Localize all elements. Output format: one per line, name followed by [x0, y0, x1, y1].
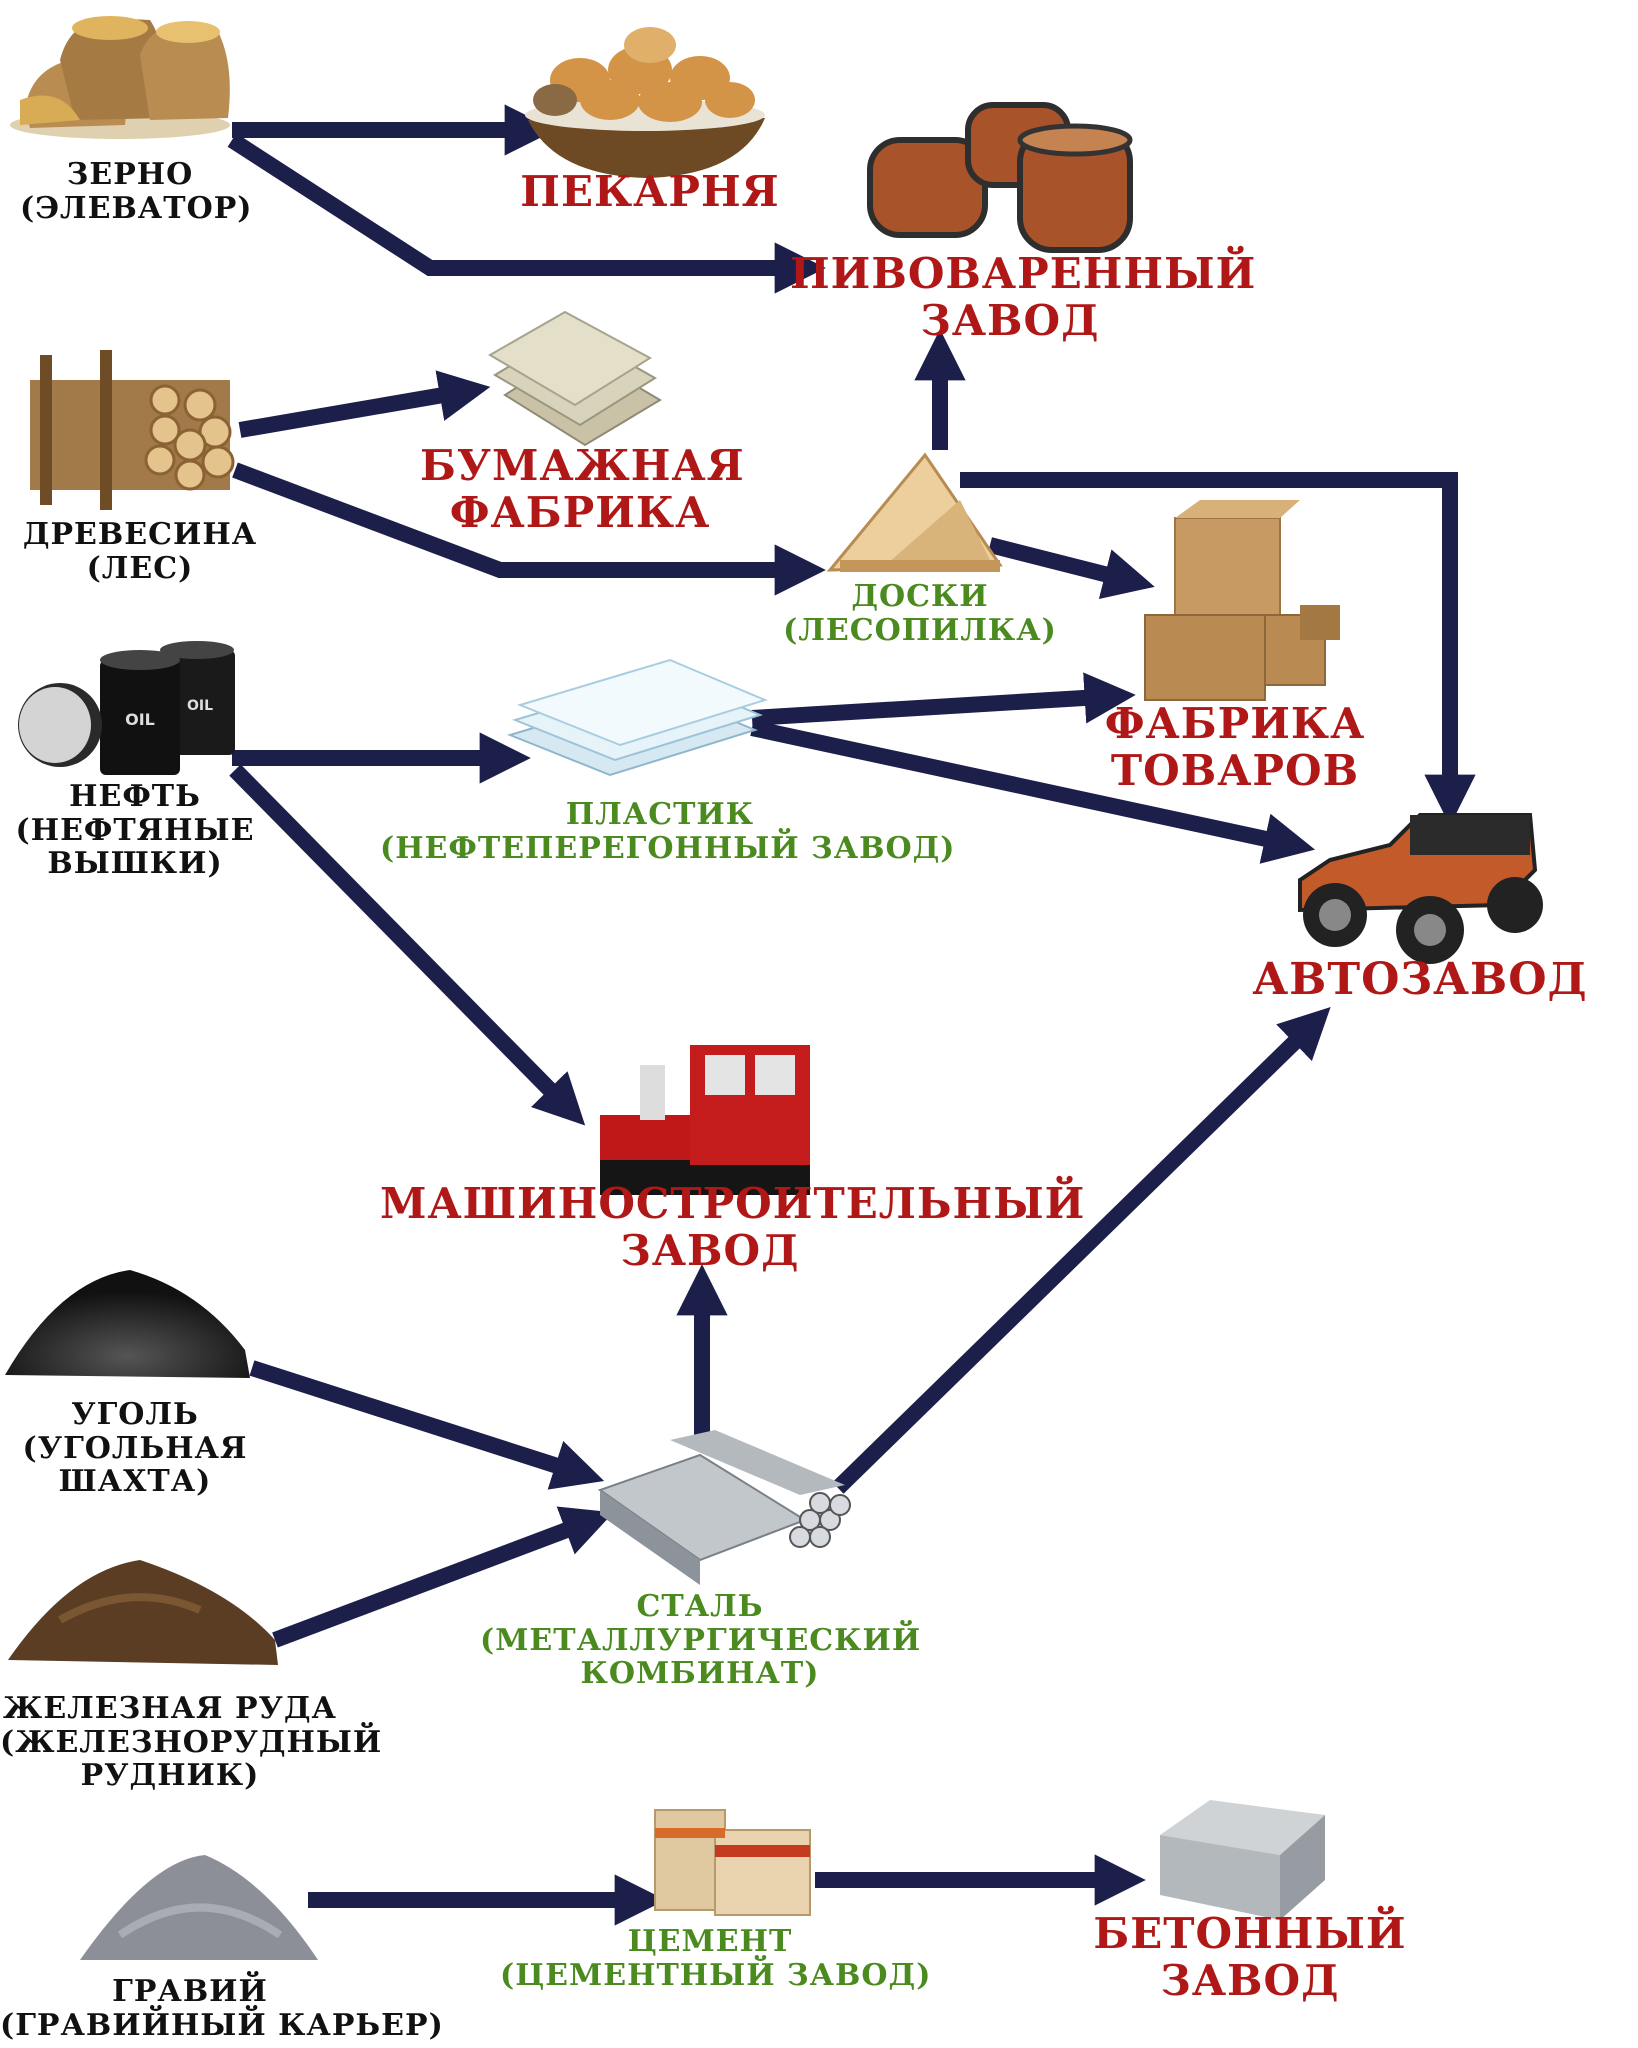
label-concrete: Бетонный завод [1080, 1910, 1420, 2004]
label-goods: Фабрика товаров [1100, 700, 1370, 794]
label-steel: Сталь (металлургический комбинат) [480, 1590, 920, 1691]
label-steel-title: Сталь [636, 1589, 764, 1624]
label-bakery: Пекарня [500, 168, 800, 215]
arrow-wood-to-paper [238, 370, 491, 438]
label-iron: Железная руда (железнорудный рудник) [0, 1691, 383, 1794]
label-iron-source-2: рудник) [80, 1758, 260, 1794]
label-wood-source: (лес) [86, 550, 194, 586]
label-boards-title: Доски [851, 579, 989, 614]
label-goods-title-2: товаров [1110, 746, 1360, 796]
bread-basket-icon [525, 27, 765, 178]
label-grain-title: Зерно [66, 157, 194, 192]
arrow-oil-to-machinery [229, 764, 586, 1126]
label-machinery-title-2: завод [620, 1226, 800, 1276]
label-grain: Зерно (элеватор) [20, 157, 253, 226]
label-grain-source: (элеватор) [20, 190, 253, 226]
label-brewery-title-2: завод [920, 296, 1100, 346]
label-wood-title: Древесина [22, 517, 258, 552]
label-oil-source-2: вышки) [47, 846, 223, 882]
label-oil-source: (нефтяные [15, 812, 255, 848]
label-plastic: Пластик (нефтеперегонный завод) [380, 797, 956, 866]
locomotive-icon [600, 1045, 810, 1195]
log-pile-icon [30, 350, 235, 510]
label-iron-title: Железная руда [3, 1691, 337, 1726]
ore-pile-icon [8, 1560, 278, 1665]
label-gravel-source: (гравийный карьер) [0, 2007, 444, 2043]
arrow-boards-to-goods [988, 537, 1155, 600]
label-auto-title: Автозавод [1252, 954, 1588, 1005]
label-paper: Бумажная фабрика [420, 441, 745, 538]
label-plastic-source: (нефтеперегонный завод) [380, 830, 956, 866]
label-oil: Нефть (нефтяные вышки) [5, 780, 265, 881]
cement-bags-icon [654, 1809, 811, 1916]
label-coal: Уголь (угольная шахта) [5, 1398, 265, 1499]
label-cement-title: Цемент [627, 1924, 793, 1959]
label-wood: Древесина (лес) [5, 518, 275, 585]
label-brewery-title: Пивоваренный [790, 249, 1257, 298]
label-gravel-title: Гравий [112, 1974, 268, 2009]
vintage-car-icon [1298, 813, 1543, 964]
arrow-coal-to-steel [249, 1360, 605, 1490]
label-cement-source: (цементный завод) [500, 1957, 932, 1993]
svg-text:OIL: OIL [125, 710, 155, 729]
paper-stack-icon [488, 310, 662, 447]
svg-text:OIL: OIL [187, 698, 213, 714]
label-brewery: Пивоваренный завод [790, 249, 1257, 346]
label-coal-source: (угольная [22, 1430, 248, 1466]
planks-icon [826, 452, 1003, 572]
steel-pipes-icon [597, 1430, 851, 1585]
boxes-icon [1144, 500, 1340, 701]
arrow-plastic-to-goods [751, 672, 1136, 726]
label-machinery: Машиностроительный завод [380, 1179, 1086, 1276]
label-bakery-title: Пекарня [520, 167, 780, 216]
label-cement: Цемент (цементный завод) [500, 1924, 932, 1993]
oil-barrels-icon: OIL OIL [18, 641, 235, 775]
label-steel-source: (металлургический [480, 1622, 922, 1658]
label-boards: Доски (лесопилка) [780, 580, 1060, 647]
label-auto: Автозавод [1240, 954, 1600, 1005]
grain-sacks-icon [10, 16, 230, 139]
label-boards-source: (лесопилка) [783, 612, 1057, 648]
arrow-steel-to-auto [832, 1006, 1331, 1494]
label-coal-source-2: шахта) [58, 1464, 212, 1500]
label-oil-title: Нефть [69, 779, 201, 814]
flow-arrows [227, 104, 1476, 1926]
arrow-grain-to-brewery [227, 133, 826, 294]
label-steel-source-2: комбинат) [580, 1656, 820, 1692]
label-goods-title: Фабрика [1104, 699, 1366, 748]
label-plastic-title: Пластик [565, 797, 755, 832]
label-iron-source: (железнорудный [0, 1724, 383, 1760]
arrow-iron-to-steel [272, 1506, 614, 1648]
coal-pile-icon [5, 1270, 250, 1378]
label-coal-title: Уголь [71, 1397, 199, 1432]
barrels-icon [867, 102, 1133, 253]
label-gravel: Гравий (гравийный карьер) [0, 1974, 444, 2043]
label-machinery-title: Машиностроительный [380, 1179, 1086, 1228]
label-concrete-title: Бетонный [1093, 1909, 1407, 1958]
concrete-block-icon [1160, 1800, 1325, 1920]
label-paper-title: Бумажная [420, 441, 745, 490]
arrow-boards-to-auto [960, 472, 1476, 826]
label-concrete-title-2: завод [1160, 1956, 1340, 2006]
arrow-plastic-to-auto [750, 720, 1316, 864]
gravel-pile-icon [80, 1855, 318, 1960]
arrow-wood-to-boards [232, 462, 826, 596]
label-paper-title-2: фабрика [449, 488, 711, 538]
plastic-sheets-icon [506, 658, 768, 777]
